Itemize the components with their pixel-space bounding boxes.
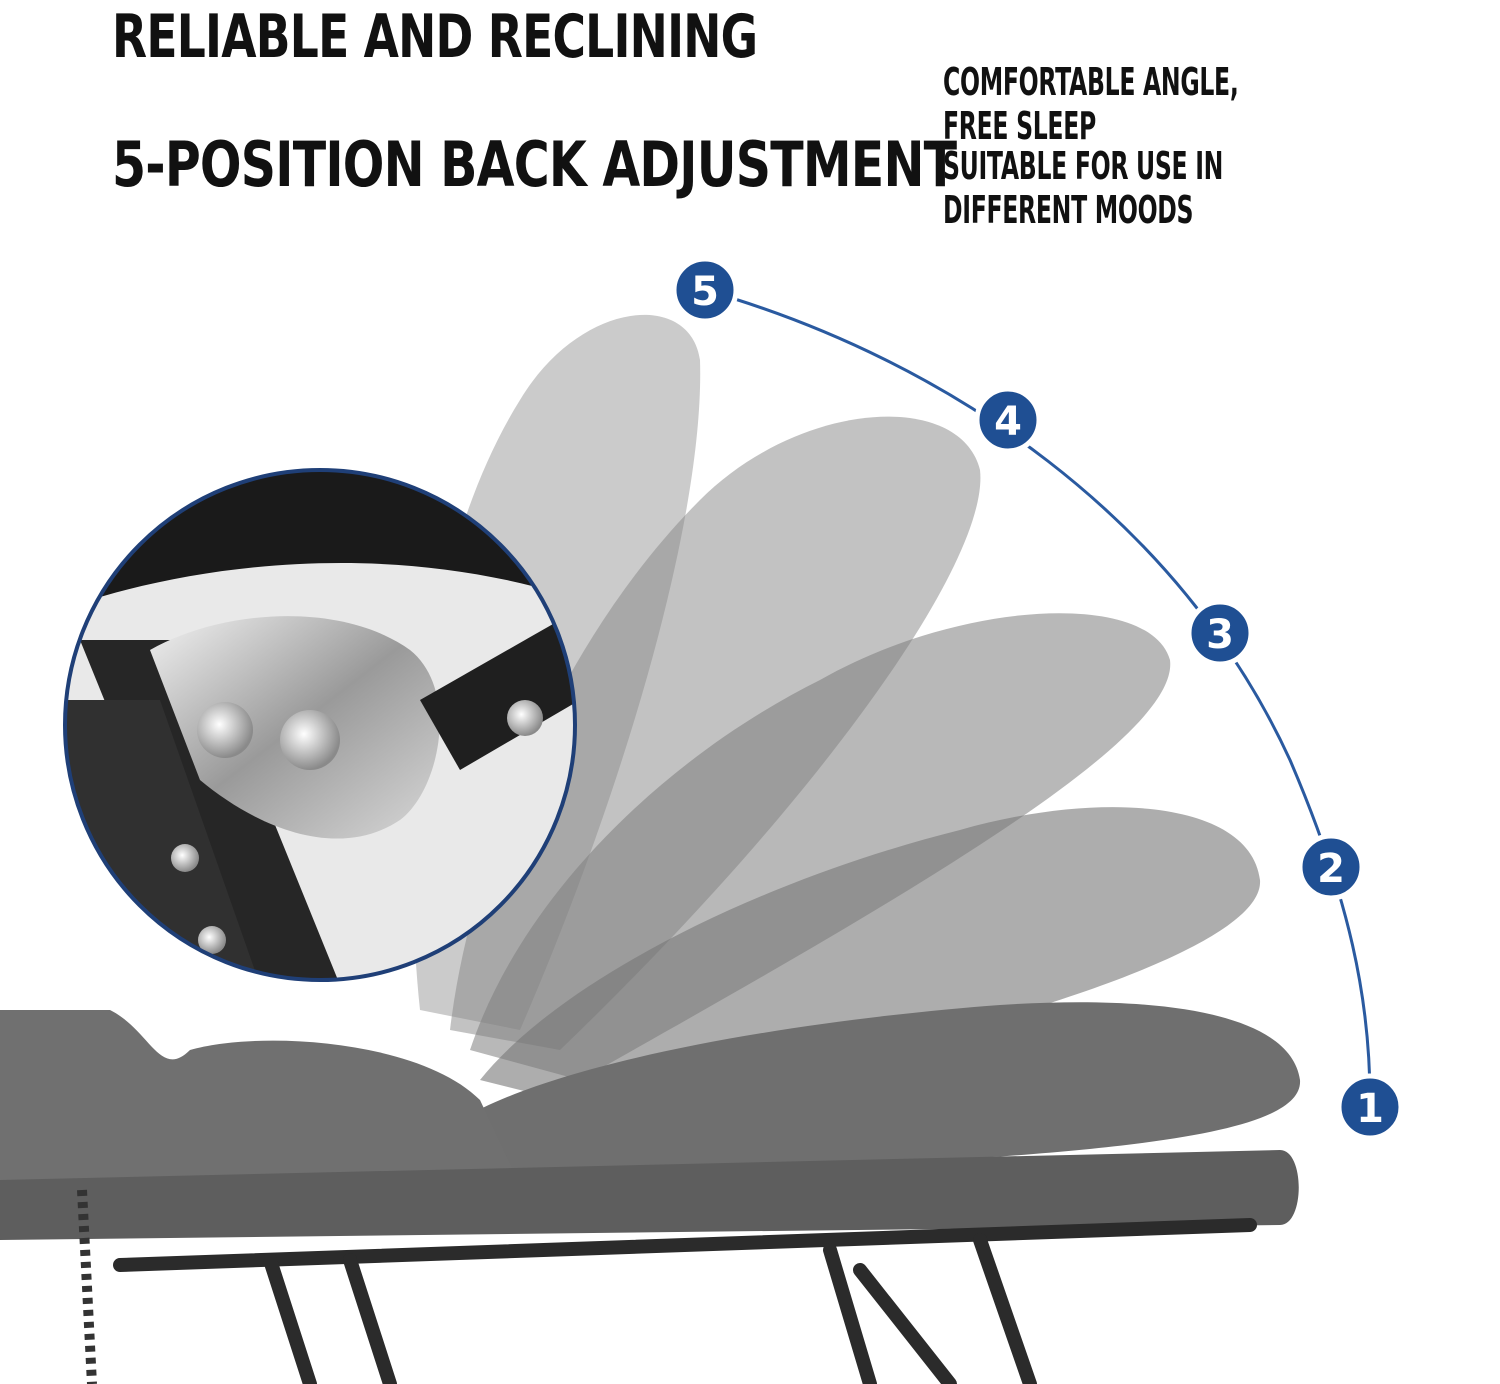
side-strap bbox=[77, 1189, 97, 1384]
backrest-position-1 bbox=[460, 1002, 1301, 1180]
position-badge-3: 3 bbox=[1186, 599, 1254, 667]
position-badge-4: 4 bbox=[974, 386, 1042, 454]
mattress-base bbox=[0, 1150, 1299, 1240]
badge-label-2: 2 bbox=[1317, 846, 1345, 892]
chair-frame bbox=[113, 1218, 1257, 1384]
badge-label-1: 1 bbox=[1356, 1086, 1384, 1132]
badge-label-4: 4 bbox=[994, 399, 1022, 445]
position-badge-1: 1 bbox=[1336, 1073, 1404, 1141]
feature-comfort: COMFORTABLE ANGLE, FREE SLEEP bbox=[943, 60, 1239, 148]
seat-cushion bbox=[0, 1010, 520, 1185]
backrest-position-2 bbox=[480, 807, 1261, 1110]
position-arc bbox=[704, 288, 1372, 1101]
headline-positions: 5-POSITION BACK ADJUSTMENT bbox=[112, 128, 957, 201]
feature-moods: SUITABLE FOR USE IN DIFFERENT MOODS bbox=[943, 144, 1224, 232]
position-badge-2: 2 bbox=[1297, 833, 1365, 901]
badge-label-3: 3 bbox=[1206, 612, 1234, 658]
headline-reliable: RELIABLE AND RECLINING bbox=[112, 2, 758, 72]
zoom-ring bbox=[63, 468, 577, 982]
badge-label-5: 5 bbox=[691, 269, 719, 315]
position-badge-5: 5 bbox=[671, 256, 739, 324]
